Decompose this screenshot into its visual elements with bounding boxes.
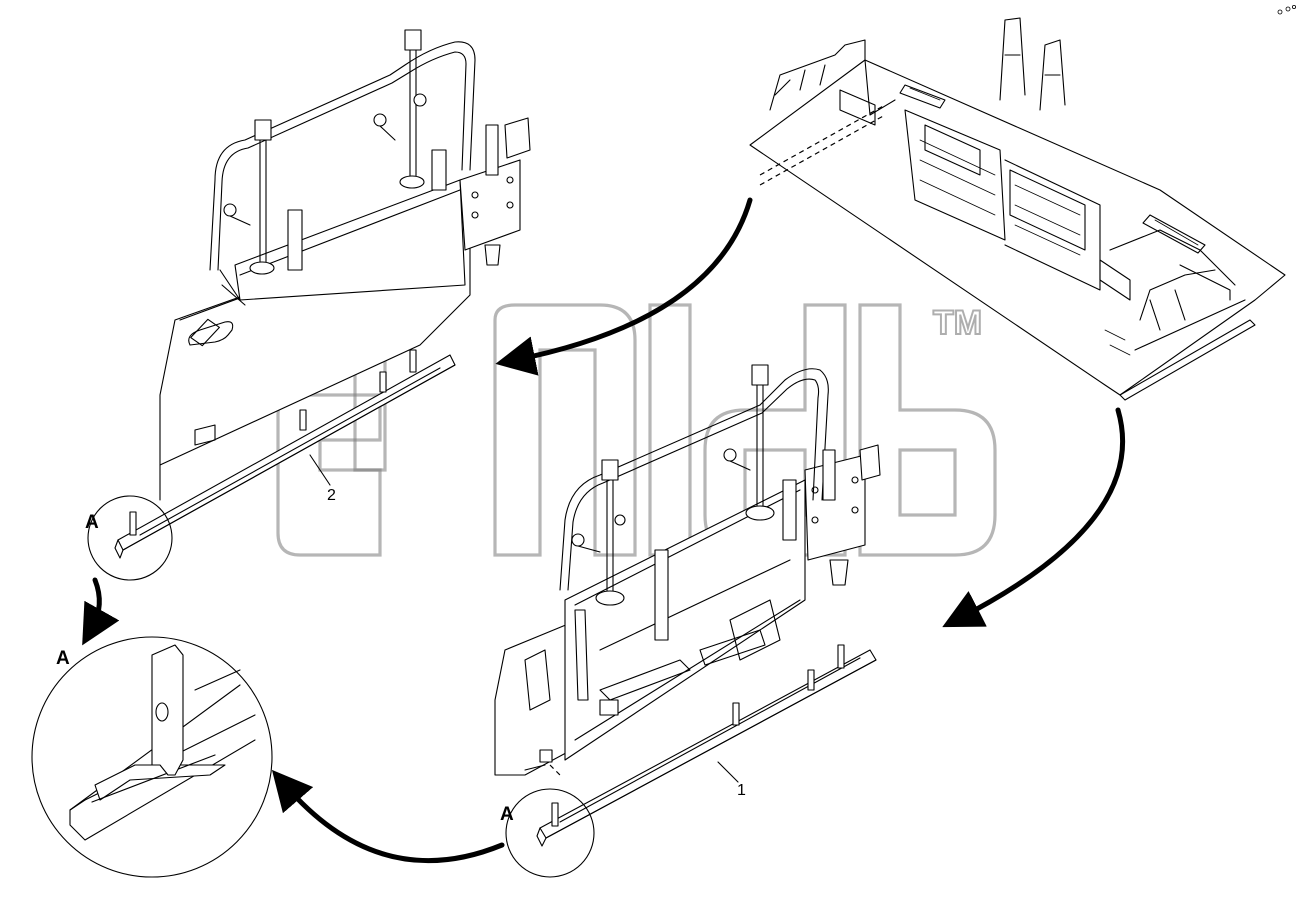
upper-left-assembly	[159, 29, 531, 501]
part-1-strip: 1	[536, 644, 877, 847]
watermark-tm: TM	[933, 304, 982, 342]
detail-callout-enlarged: A	[56, 648, 70, 669]
detail-callout-top: A	[85, 512, 99, 533]
detail-circle-top: A	[85, 495, 173, 581]
part-label-1: 1	[737, 782, 746, 799]
detail-callout-bottom: A	[500, 804, 514, 825]
center-assembly	[494, 364, 881, 776]
flow-arrows	[82, 197, 1125, 864]
machine-overview	[749, 17, 1286, 401]
part-2-strip: 2	[114, 349, 456, 559]
corner-marks	[1277, 5, 1297, 15]
part-label-2: 2	[327, 487, 336, 504]
detail-circle-bottom: A	[500, 788, 595, 878]
enlarged-detail-a: A	[31, 636, 273, 878]
